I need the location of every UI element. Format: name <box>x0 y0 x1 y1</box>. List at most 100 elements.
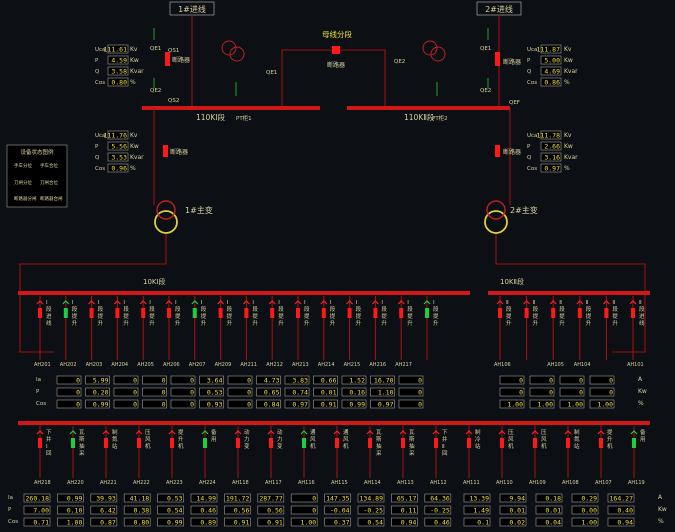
upper-left-feeder-id-9: AH212 <box>266 362 283 368</box>
feeder-2-title[interactable]: 2#进线 <box>485 4 513 14</box>
svg-text:Kvar: Kvar <box>130 68 144 75</box>
upper-left-feeder-name-char-10-2: 提 <box>304 312 310 320</box>
main-transformer-1[interactable]: 1#主变 <box>154 200 213 234</box>
feeder-2-breaker[interactable] <box>495 52 500 66</box>
svg-text:Kv: Kv <box>564 132 572 139</box>
upper-left-feeder-chevron-icon-0 <box>36 300 44 305</box>
upper-left-feeder-breaker-2[interactable] <box>89 308 94 318</box>
lower-table-cell <box>391 493 418 503</box>
lower-feeder-breaker-1[interactable] <box>71 438 75 448</box>
lower-table-value: 0.56 <box>267 507 283 515</box>
lower-feeder-breaker-11[interactable] <box>401 438 405 448</box>
upper-left-feeder-breaker-8[interactable] <box>244 308 249 318</box>
upper-table-value: 1.00 <box>537 401 553 409</box>
upper-right-feeder-breaker-2[interactable] <box>551 308 556 318</box>
upper-left-feeder-breaker-7[interactable] <box>218 308 223 318</box>
lower-table-cell <box>463 493 491 503</box>
bus-coupler-breaker[interactable] <box>332 46 340 54</box>
upper-left-feeder-breaker-11[interactable] <box>321 308 326 318</box>
upper-table-value: 0 <box>133 401 137 409</box>
upper-left-feeder-name-char-6-1: 段 <box>201 305 207 313</box>
lower-feeder-breaker-16[interactable] <box>566 438 570 448</box>
lower-feeder-breaker-4[interactable] <box>170 438 174 448</box>
upper-table-cell <box>529 375 555 385</box>
lower-table-cell <box>257 517 285 527</box>
lower-feeder-breaker-9[interactable] <box>335 438 339 448</box>
upper-left-feeder-name-char-11-0: Ⅰ <box>330 300 332 306</box>
lower-feeder-breaker-0[interactable] <box>38 438 42 448</box>
upper-right-feeder-breaker-0[interactable] <box>498 308 502 318</box>
lower-feeder-breaker-17[interactable] <box>599 438 603 448</box>
lower-table-cell <box>324 505 351 515</box>
upper-left-feeder-breaker-5[interactable] <box>167 308 171 318</box>
upper-table-value: 1.00 <box>567 401 583 409</box>
upper-table-value: 0.99 <box>93 401 109 409</box>
upper-table-value: 0 <box>190 401 194 409</box>
upper-right-feeder-breaker-5[interactable] <box>631 308 635 318</box>
svg-text:Q: Q <box>95 69 100 75</box>
lower-feeder-breaker-3[interactable] <box>137 438 141 448</box>
lower-feeder-breaker-6[interactable] <box>236 438 240 448</box>
lower-table-value: 1.49 <box>473 507 489 515</box>
feeder-1-breaker-label: 断路器 <box>172 56 190 64</box>
lower-table-value: 0.94 <box>617 519 633 527</box>
upper-table-value: 3.64 <box>207 377 223 385</box>
lower-feeder-breaker-18[interactable] <box>632 438 636 448</box>
lower-feeder-name-char-16-1: 氮 <box>574 435 580 443</box>
upper-right-feeder-name-char-3-2: 提 <box>586 312 592 320</box>
upper-left-feeder-breaker-6[interactable] <box>192 308 197 318</box>
svg-text:Q: Q <box>95 155 100 161</box>
lower-table-cell <box>90 505 118 515</box>
upper-left-feeder-breaker-0[interactable] <box>38 308 42 318</box>
lower-feeder-breaker-15[interactable] <box>533 438 537 448</box>
main-transformer-2[interactable]: 2#主变 <box>484 200 538 234</box>
lower-feeder-chevron-icon-17 <box>597 430 605 435</box>
lower-feeder-breaker-12[interactable] <box>434 438 438 448</box>
upper-left-feeder-id-4: AH205 <box>137 362 154 368</box>
upper-table-value: 0 <box>579 377 583 385</box>
main-xfmr-2-breaker[interactable] <box>495 145 500 157</box>
lower-feeder-breaker-5[interactable] <box>203 438 207 448</box>
upper-right-feeder-breaker-3[interactable] <box>577 308 582 318</box>
upper-left-feeder-breaker-10[interactable] <box>296 308 300 318</box>
lower-table-cell <box>224 517 251 527</box>
upper-left-feeder-chevron-icon-1 <box>62 300 70 305</box>
lower-feeder-breaker-10[interactable] <box>368 438 372 448</box>
lower-feeder-name-char-2-1: 氮 <box>112 435 118 443</box>
upper-left-feeder-name-char-14-2: 提 <box>407 312 413 320</box>
upper-left-feeder-id-14: AH217 <box>395 362 412 368</box>
upper-table-value: 0 <box>133 377 137 385</box>
upper-right-feeder-name-char-0-1: 段 <box>506 305 512 313</box>
upper-left-feeder-name-char-13-0: Ⅰ <box>381 300 383 306</box>
lower-feeder-breaker-13[interactable] <box>467 438 471 448</box>
feeder-2-q: 4.69 <box>544 68 560 76</box>
lower-table-cell <box>571 517 599 527</box>
lower-table-unit-1: Kw <box>658 506 667 513</box>
upper-left-feeder-breaker-4[interactable] <box>141 308 146 318</box>
lower-table-cell <box>357 493 385 503</box>
lower-feeder-breaker-8[interactable] <box>302 438 306 448</box>
lower-feeder-breaker-2[interactable] <box>104 438 108 448</box>
feeder-1-breaker[interactable] <box>165 52 170 66</box>
lower-feeder-chevron-icon-7 <box>267 430 275 435</box>
main-xfmr-1-breaker[interactable] <box>163 145 168 157</box>
upper-left-feeder-name-char-14-0: Ⅰ <box>407 300 409 306</box>
upper-right-feeder-breaker-4[interactable] <box>604 308 609 318</box>
feeder-1-qe2-label: QE2 <box>150 88 161 94</box>
upper-left-feeder-breaker-12[interactable] <box>347 308 352 318</box>
upper-table-cell <box>199 375 224 385</box>
lower-feeder-breaker-7[interactable] <box>269 438 273 448</box>
upper-left-feeder-breaker-3[interactable] <box>115 308 120 318</box>
upper-left-feeder-id-8: AH211 <box>240 362 257 368</box>
upper-left-feeder-breaker-13[interactable] <box>373 308 378 318</box>
svg-text:QEF: QEF <box>509 100 520 106</box>
lower-table-unit-2: % <box>658 518 664 525</box>
upper-right-feeder-breaker-1[interactable] <box>524 308 529 318</box>
upper-left-feeder-breaker-15[interactable] <box>425 308 429 318</box>
upper-left-feeder-breaker-9[interactable] <box>270 308 275 318</box>
lower-feeder-id-16: AH108 <box>562 480 579 486</box>
lower-feeder-breaker-14[interactable] <box>500 438 504 448</box>
upper-left-feeder-breaker-14[interactable] <box>399 308 404 318</box>
upper-left-feeder-breaker-1[interactable] <box>63 308 68 318</box>
feeder-1-title[interactable]: 1#进线 <box>178 4 206 14</box>
